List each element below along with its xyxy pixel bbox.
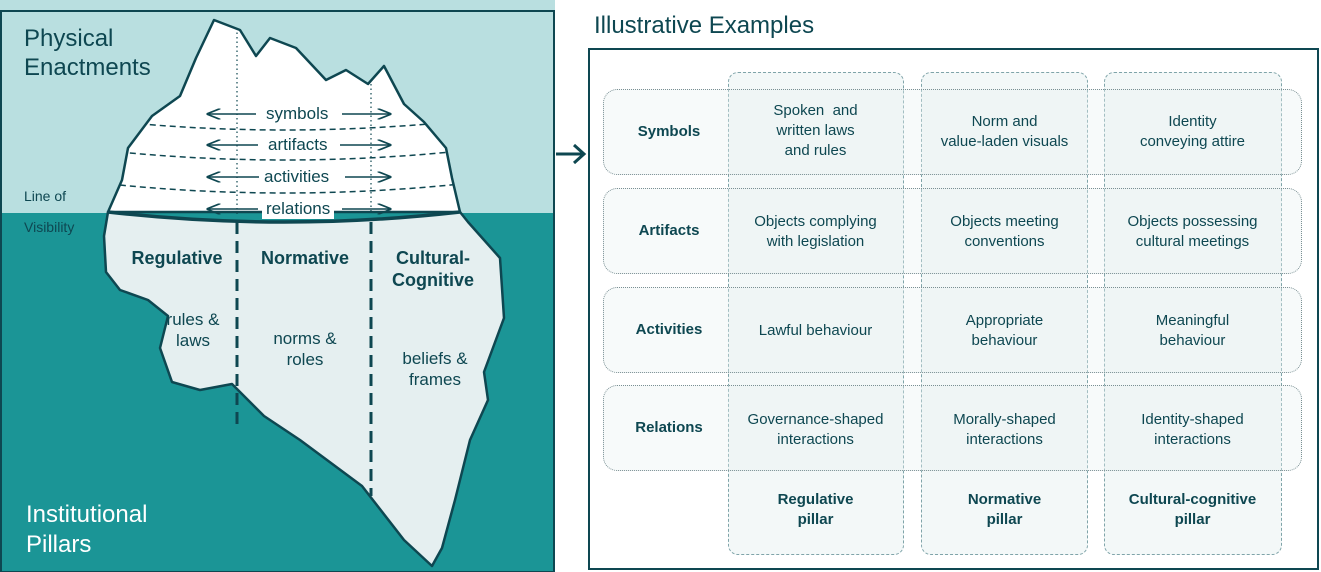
institutional-pillars-title: Institutional Pillars [26, 501, 148, 558]
row-label-symbols: Symbols [637, 123, 701, 140]
cell-artifacts-normative: Objects meeting conventions [950, 213, 1059, 250]
line-of-visibility-label-1: Line of [24, 188, 67, 204]
cell-activities-normative: Appropriate behaviour [965, 312, 1044, 349]
pillar-regulative-heading: Regulative [131, 248, 223, 268]
cell-activities-regulative: Lawful behaviour [758, 322, 873, 339]
cell-symbols-regulative: Spoken and written laws and rules [773, 102, 858, 159]
cell-relations-normative: Morally-shaped interactions [953, 411, 1056, 448]
cell-relations-regulative: Governance-shaped interactions [747, 411, 884, 448]
cell-artifacts-cultural: Objects possessing cultural meetings [1127, 213, 1258, 250]
row-relations [603, 385, 1302, 471]
row-activities [603, 287, 1302, 373]
panel-frame [0, 10, 555, 572]
cell-artifacts-regulative: Objects complying with legislation [754, 213, 877, 250]
examples-title: Illustrative Examples [594, 12, 815, 39]
iceberg-panel: Physical Enactments Line of Visibility I… [0, 0, 556, 572]
footer-regulative-pillar: Regulative pillar [777, 491, 854, 528]
pillar-normative-desc: norms & roles [273, 329, 337, 369]
pillar-normative-heading: Normative [260, 248, 350, 268]
layer-symbols: symbols [262, 104, 333, 124]
physical-enactments-title: Physical Enactments [24, 25, 151, 81]
row-symbols [603, 89, 1302, 175]
layer-artifacts: artifacts [264, 135, 332, 155]
column-normative [921, 72, 1088, 555]
pillar-cultural-cognitive-desc: beliefs & frames [402, 349, 468, 389]
row-label-relations: Relations [635, 419, 703, 436]
pillar-regulative-desc: rules & laws [166, 310, 220, 350]
column-cultural-cognitive [1104, 72, 1282, 555]
layer-relations: relations [262, 199, 335, 219]
line-of-visibility-label-2: Visibility [24, 219, 75, 235]
iceberg-illustration [0, 0, 555, 572]
cell-activities-cultural: Meaningful behaviour [1155, 312, 1230, 349]
row-label-artifacts: Artifacts [638, 222, 700, 239]
connector-arrow-icon [556, 143, 587, 165]
cell-symbols-cultural: Identity conveying attire [1139, 113, 1246, 150]
pillar-cultural-cognitive-heading: Cultural- Cognitive [391, 248, 474, 290]
column-regulative [728, 72, 904, 555]
footer-normative-pillar: Normative pillar [967, 491, 1042, 528]
footer-cultural-cognitive-pillar: Cultural-cognitive pillar [1128, 491, 1257, 528]
layer-activities: activities [260, 167, 334, 187]
cell-relations-cultural: Identity-shaped interactions [1141, 411, 1244, 448]
cell-symbols-normative: Norm and value-laden visuals [940, 113, 1069, 150]
row-artifacts [603, 188, 1302, 274]
row-label-activities: Activities [635, 321, 703, 338]
